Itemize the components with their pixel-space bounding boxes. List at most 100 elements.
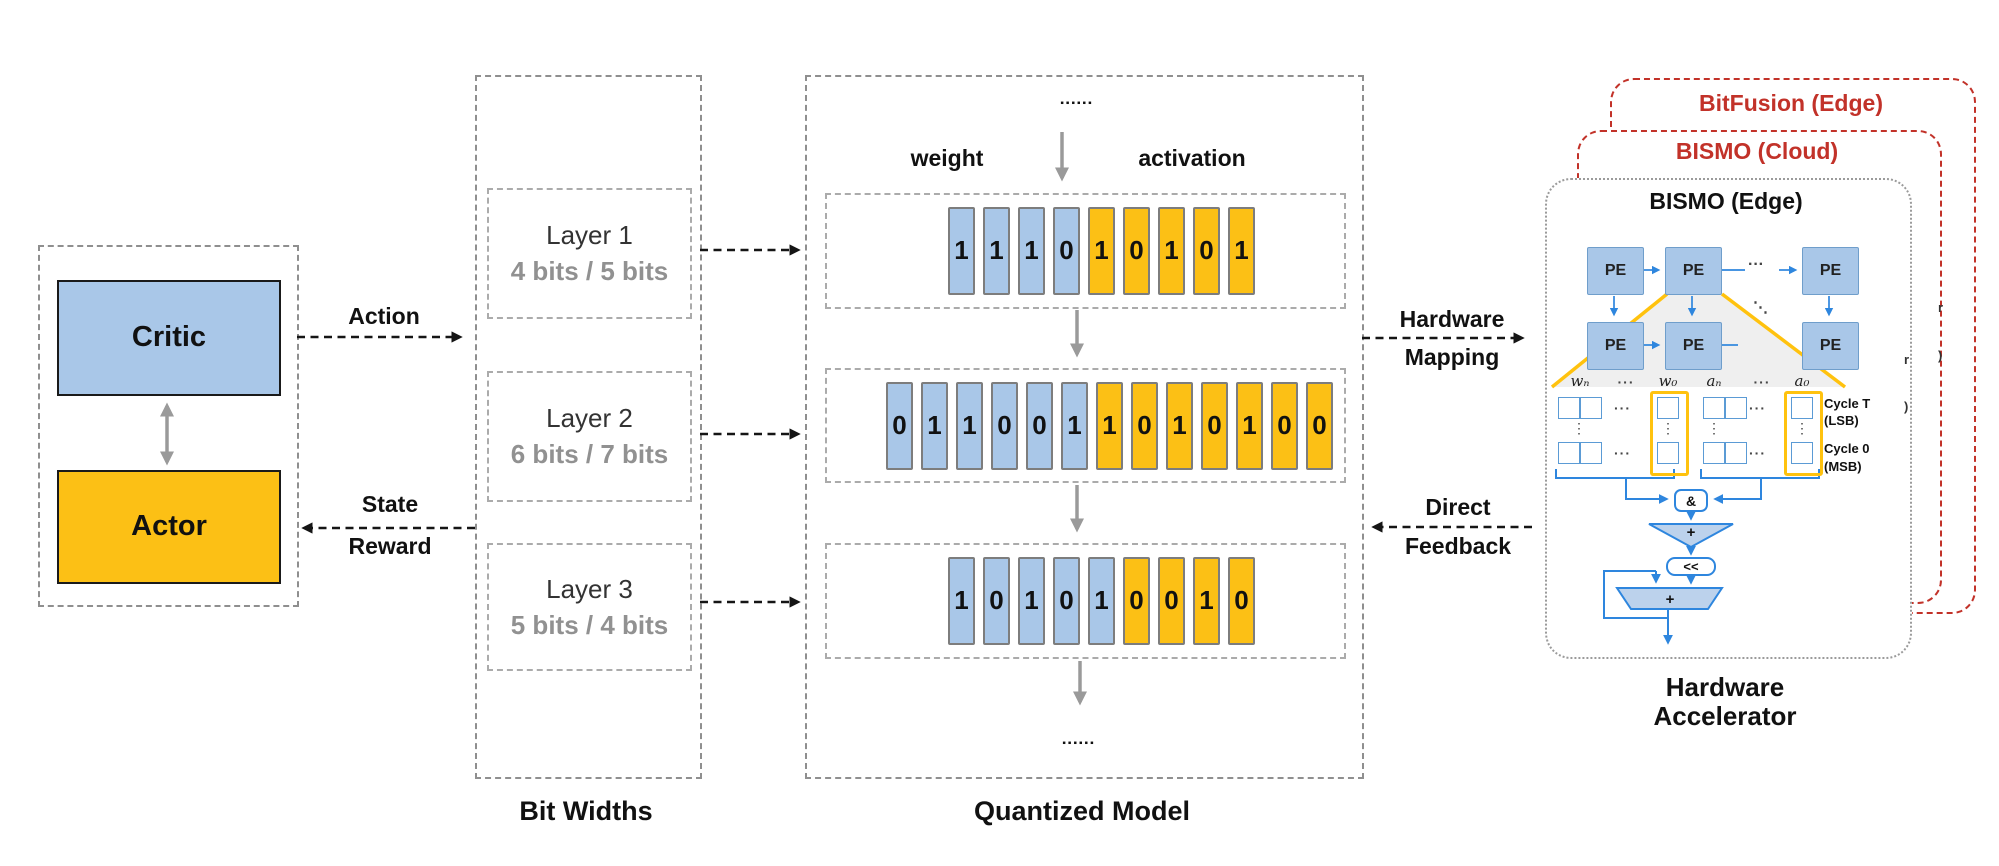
hardware-label: Hardware (1399, 306, 1505, 332)
register-column-vdots: ⋮ (1795, 420, 1809, 436)
activation-bit-cell: 1 (1193, 557, 1220, 645)
register-bit-square (1725, 397, 1747, 419)
weight-bit-cell: 0 (1053, 557, 1080, 645)
weight-bit-cell: 1 (1018, 557, 1045, 645)
bit-row2-card (825, 368, 1346, 483)
register-bit-square (1657, 442, 1679, 464)
reward-label: Reward (348, 533, 432, 559)
direct-label: Direct (1425, 494, 1491, 520)
activation-bit-cell: 1 (1158, 207, 1185, 295)
cycle-t-label: Cycle T (1824, 396, 1871, 411)
weight-bit-cell: 1 (1088, 557, 1115, 645)
w0-column-highlight (1650, 391, 1689, 476)
activation-bit-cell: 0 (1123, 207, 1150, 295)
activation-label: activation (1138, 145, 1246, 171)
a-dots: ··· (1753, 374, 1771, 390)
weight-bit-cell: 1 (956, 382, 983, 470)
register-row-dots: ··· (1749, 445, 1766, 461)
weight-bit-cell: 1 (1061, 382, 1088, 470)
register-column-vdots: ⋮ (1572, 420, 1586, 436)
bismo-cloud-title: BISMO (Cloud) (1675, 138, 1839, 164)
pe-diagonal-dots: ⋱ (1753, 299, 1768, 316)
pe-unit: PE (1802, 322, 1859, 370)
register-bit-square (1558, 442, 1580, 464)
register-column-vdots: ⋮ (1661, 420, 1675, 436)
layer3-card: Layer 3 5 bits / 4 bits (487, 543, 692, 671)
pe-unit: PE (1665, 247, 1722, 295)
feedback-label: Feedback (1404, 533, 1512, 559)
weight-label: weight (910, 145, 984, 171)
bismo-edge-title: BISMO (Edge) (1649, 188, 1803, 214)
hw-accel-caption-line2: Accelerator (1653, 701, 1797, 731)
activation-bit-cell: 1 (1096, 382, 1123, 470)
register-bit-square (1703, 442, 1725, 464)
quantized-model-panel (805, 75, 1364, 779)
layer3-bits: 5 bits / 4 bits (510, 609, 669, 640)
ellipsis-dots-bottom: ▪▪▪▪▪▪ (1062, 738, 1096, 749)
pe-unit: PE (1665, 322, 1722, 370)
activation-bit-cell: 1 (1228, 207, 1255, 295)
weight-bit-cell: 0 (991, 382, 1018, 470)
weight-bit-cell: 1 (948, 557, 975, 645)
actor-box: Actor (57, 470, 281, 584)
bit-row1-card (825, 193, 1346, 309)
activation-bit-cell: 0 (1123, 557, 1150, 645)
activation-bit-cell: 0 (1228, 557, 1255, 645)
cycle-0-msb-label: (MSB) (1824, 459, 1862, 474)
activation-bit-cell: 0 (1271, 382, 1298, 470)
register-bit-square (1725, 442, 1747, 464)
activation-bit-cell: 0 (1158, 557, 1185, 645)
register-bit-square (1791, 442, 1813, 464)
w0-label: w₀ (1658, 372, 1678, 390)
ellipsis-dots-top: ▪▪▪▪▪▪ (1060, 98, 1094, 109)
layer2-card: Layer 2 6 bits / 7 bits (487, 371, 692, 502)
weight-bit-cell: 0 (1053, 207, 1080, 295)
cycle-t-lsb-label: (LSB) (1824, 413, 1859, 428)
hw-accel-caption-line1: Hardware (1665, 672, 1785, 702)
weight-bit-cell: 1 (1018, 207, 1045, 295)
register-bit-square (1791, 397, 1813, 419)
wn-label: wₙ (1570, 372, 1590, 390)
weight-bit-cell: 0 (1026, 382, 1053, 470)
bit-widths-caption: Bit Widths (519, 796, 653, 826)
an-label: aₙ (1706, 372, 1722, 390)
weight-bit-cell: 0 (886, 382, 913, 470)
layer1-bits: 4 bits / 5 bits (510, 256, 669, 286)
register-bit-square (1657, 397, 1679, 419)
cycle-0-label: Cycle 0 (1824, 441, 1870, 456)
register-row-dots: ··· (1614, 445, 1631, 461)
activation-bit-cell: 1 (1236, 382, 1263, 470)
layer1-name: Layer 1 (546, 220, 633, 250)
clipped-fragment: r (1938, 300, 1944, 315)
pe-unit: PE (1802, 247, 1859, 295)
bit-row3-card (825, 543, 1346, 659)
register-bit-square (1703, 397, 1725, 419)
a0-column-highlight (1784, 391, 1823, 476)
bit-widths-panel (475, 75, 702, 779)
clipped-fragment: r (1904, 352, 1910, 367)
layer1-card: Layer 1 4 bits / 5 bits (487, 188, 692, 319)
state-label: State (361, 491, 419, 517)
register-column-vdots: ⋮ (1707, 420, 1721, 436)
activation-bit-cell: 0 (1201, 382, 1228, 470)
layer3-name: Layer 3 (546, 573, 633, 604)
layer2-name: Layer 2 (546, 403, 633, 433)
register-row-dots: ··· (1749, 400, 1766, 416)
a0-label: a₀ (1794, 372, 1810, 390)
activation-bit-cell: 0 (1306, 382, 1333, 470)
register-row-dots: ··· (1614, 400, 1631, 416)
register-bit-square (1580, 442, 1602, 464)
weight-bit-cell: 1 (983, 207, 1010, 295)
pe-row-dots: ··· (1748, 256, 1764, 273)
activation-bit-cell: 0 (1131, 382, 1158, 470)
layer2-bits: 6 bits / 7 bits (510, 439, 669, 469)
activation-bit-cell: 1 (1166, 382, 1193, 470)
register-bit-square (1580, 397, 1602, 419)
rl-agent-panel (38, 245, 299, 607)
clipped-fragment: ) (1904, 399, 1909, 414)
pe-unit: PE (1587, 247, 1644, 295)
